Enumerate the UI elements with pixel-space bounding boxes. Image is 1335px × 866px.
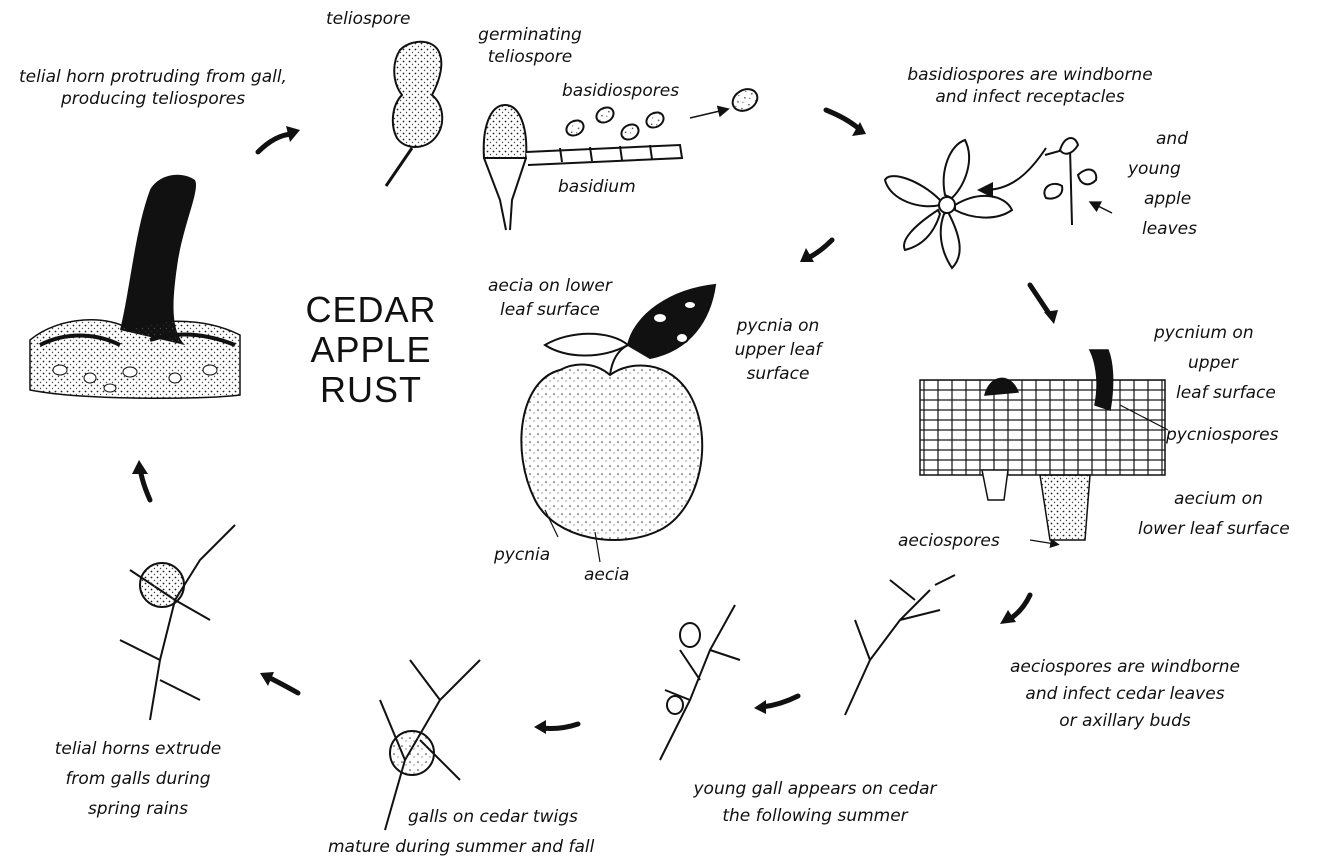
label-telial-horns-extrude: telial horns extrude from galls during s… xyxy=(18,734,258,824)
telial-horn-gall-drawing xyxy=(30,175,240,398)
germinating-teliospore-drawing xyxy=(484,85,762,230)
label-aeciospores: aeciospores xyxy=(898,530,1000,552)
title-line-2: APPLE xyxy=(296,330,446,370)
label-pycniospores: pycniospores xyxy=(1166,424,1278,446)
leaf-cross-section-drawing xyxy=(920,350,1168,544)
apple-flower-drawing xyxy=(885,138,1112,268)
label-young-gall: young gall appears on cedar the followin… xyxy=(660,776,970,830)
title-line-1: CEDAR xyxy=(296,290,446,330)
teliospore-drawing xyxy=(386,42,442,186)
label-germinating-teliospore: germinating teliospore xyxy=(455,24,605,68)
title-line-3: RUST xyxy=(296,370,446,410)
label-aecium: aecium on lower leaf surface xyxy=(1138,484,1290,544)
label-basidium: basidium xyxy=(558,176,636,198)
label-aeciospores-windborne: aeciospores are windborne and infect ced… xyxy=(960,654,1290,735)
label-pycnia-upper-leaf: pycnia on upper leaf surface xyxy=(718,314,838,386)
label-aecia-lower-leaf: aecia on lower leaf surface xyxy=(488,274,612,322)
diagram-title: CEDAR APPLE RUST xyxy=(296,290,446,410)
label-teliospore: teliospore xyxy=(326,8,410,30)
label-young-apple-leaves: and young apple leaves xyxy=(1128,124,1197,244)
label-aecia: aecia xyxy=(584,564,629,586)
label-galls-cedar-twigs: galls on cedar twigs xyxy=(408,806,578,828)
label-pycnium: pycnium on upper leaf surface xyxy=(1154,318,1276,408)
label-telial-horn: telial horn protruding from gall, produc… xyxy=(8,66,298,110)
label-basidiospores-windborne: basidiospores are windborne and infect r… xyxy=(880,64,1180,108)
label-basidiospores: basidiospores xyxy=(562,80,679,102)
apple-fruit-drawing xyxy=(521,285,715,562)
label-pycnia: pycnia xyxy=(494,544,550,566)
label-mature-summer-fall: mature during summer and fall xyxy=(328,836,594,858)
